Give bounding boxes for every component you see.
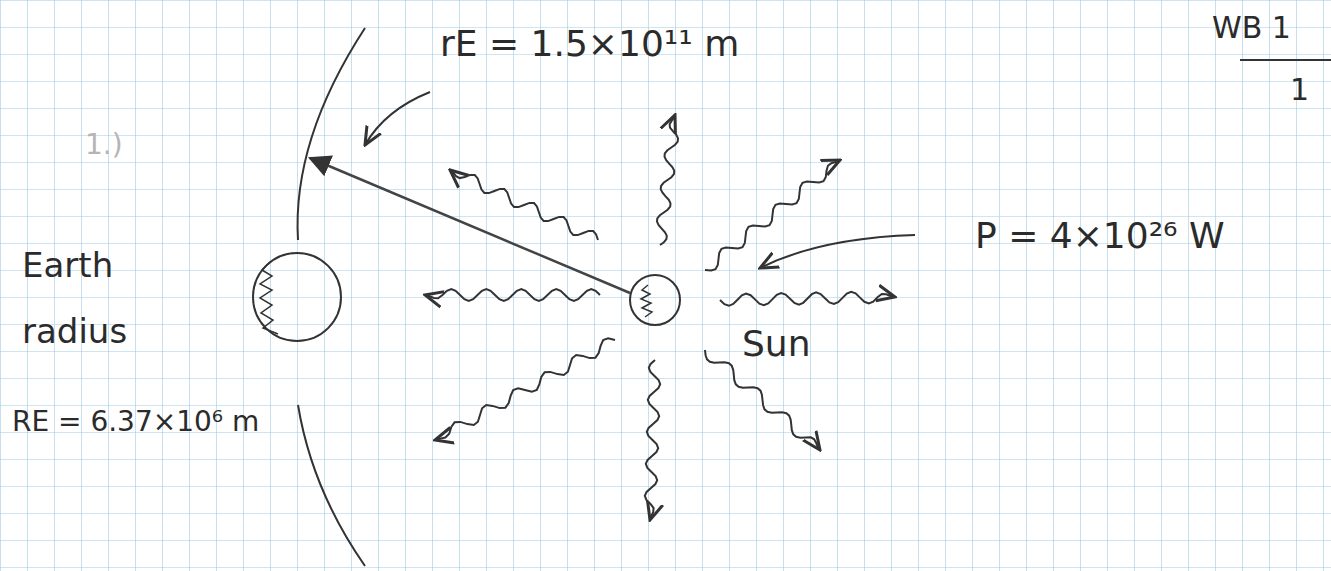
text-label: 1 — [1290, 72, 1309, 108]
leader-arrow — [760, 235, 915, 268]
text-label: P = 4×10²⁶ W — [975, 214, 1225, 257]
text-label: Sun — [742, 322, 810, 365]
leader-arrow — [365, 92, 430, 145]
text-label: 1.) — [85, 128, 123, 162]
radius-arrow — [310, 158, 630, 293]
text-label: WB 1 — [1212, 10, 1291, 46]
fraction-line — [1240, 59, 1331, 61]
earth-circle — [253, 253, 341, 341]
sun-circle — [630, 275, 680, 325]
radiation-arrow — [705, 350, 820, 450]
text-label: RE = 6.37×10⁶ m — [12, 405, 259, 439]
text-label: Earth radius — [22, 232, 197, 364]
radiation-arrow — [450, 170, 598, 240]
sphere-arc — [298, 28, 365, 240]
radiation-arrow — [435, 338, 615, 440]
earth-shading — [260, 262, 278, 334]
radiation-arrow — [657, 115, 678, 245]
radiation-arrow — [645, 360, 660, 520]
radiation-arrow — [705, 160, 840, 271]
radiation-arrow — [425, 289, 600, 301]
text-label: rE = 1.5×10¹¹ m — [440, 22, 739, 65]
radiation-arrow — [720, 292, 895, 306]
sphere-arc — [298, 405, 365, 566]
sun-shading — [641, 285, 652, 317]
radiation-arrows — [425, 115, 895, 520]
